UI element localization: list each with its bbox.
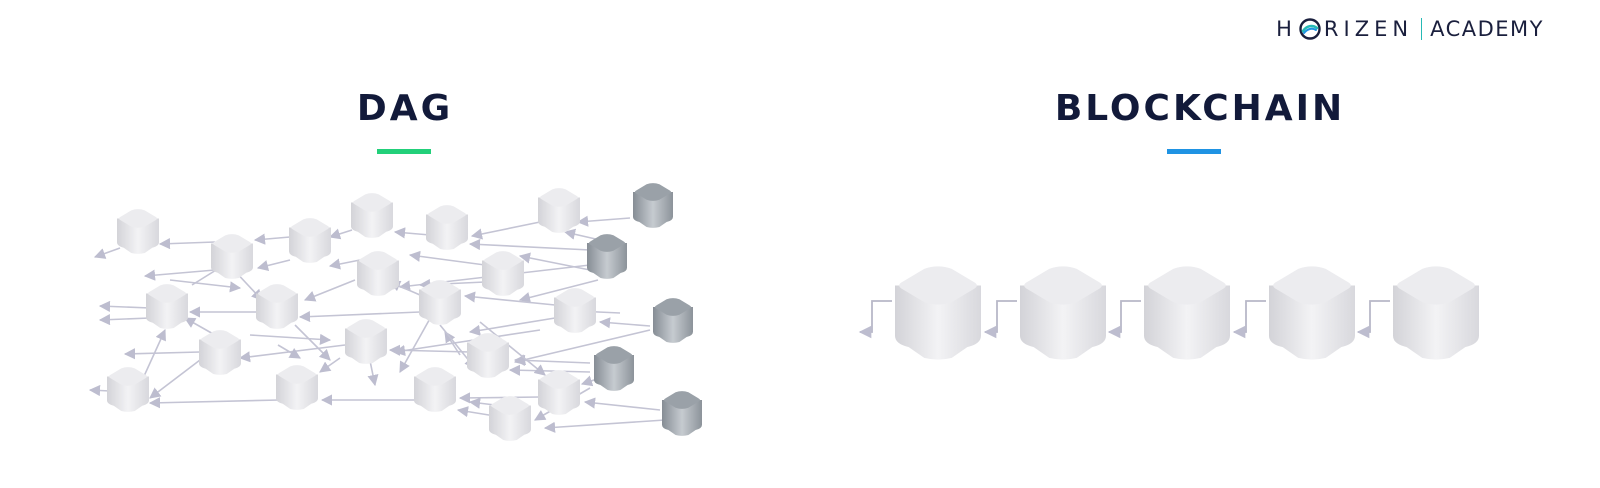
- dag-edge: [294, 324, 331, 361]
- dag-node-tip: [594, 346, 634, 391]
- dag-node: [211, 234, 253, 279]
- dag-node: [117, 209, 159, 254]
- dag-node: [482, 251, 524, 296]
- blockchain-block: [895, 266, 981, 360]
- dag-edge: [98, 314, 151, 326]
- dag-node: [538, 188, 580, 233]
- dag-node: [351, 193, 393, 238]
- dag-node: [414, 367, 456, 412]
- dag-edge: [518, 279, 599, 303]
- dag-edge: [123, 348, 201, 360]
- dag-edge: [238, 344, 346, 363]
- dag-node: [276, 365, 318, 410]
- dag-edge: [393, 227, 431, 239]
- dag-node: [419, 280, 461, 325]
- logo-word-rizen: RIZEN: [1323, 17, 1414, 41]
- dag-node: [426, 205, 468, 250]
- dag-edge: [479, 321, 546, 376]
- blockchain-block: [1393, 266, 1479, 360]
- blockchain-edges: [858, 300, 1390, 339]
- dag-edge: [319, 357, 341, 373]
- dag-edge: [408, 250, 486, 266]
- dag-edge: [148, 397, 281, 409]
- dag-edge: [184, 317, 216, 336]
- blockchain-underline: [1167, 149, 1221, 154]
- dag-edge: [583, 397, 661, 411]
- blockchain-link-arrow: [983, 300, 1017, 339]
- dag-node: [538, 370, 580, 415]
- blockchain-blocks: [895, 266, 1479, 360]
- dag-edge: [576, 215, 631, 227]
- dag-edge: [88, 384, 111, 397]
- dag-nodes: [107, 183, 702, 441]
- dag-node: [345, 319, 387, 364]
- blockchain-link-arrow: [1107, 300, 1141, 339]
- horizen-o-icon: [1299, 18, 1321, 40]
- dag-edge: [98, 300, 151, 312]
- dag-edge: [303, 279, 356, 302]
- dag-edge: [456, 406, 496, 418]
- dag-edge: [328, 258, 361, 270]
- dag-edge: [468, 238, 591, 251]
- dag-edge: [277, 344, 301, 359]
- dag-node: [289, 218, 331, 263]
- dag-node: [467, 333, 509, 378]
- horizen-wordmark: H RIZEN: [1276, 17, 1413, 41]
- dag-edge: [298, 310, 421, 323]
- dag-edge: [393, 329, 541, 357]
- dag-edges: [88, 215, 666, 433]
- dag-edge: [256, 259, 291, 271]
- dag-edge: [598, 317, 651, 329]
- dag-edge: [468, 397, 496, 409]
- dag-node-tip: [662, 391, 702, 436]
- blockchain-link-arrow: [858, 300, 892, 339]
- dag-title: DAG: [356, 88, 454, 129]
- logo-separator: [1421, 18, 1423, 40]
- dag-node-tip: [587, 234, 627, 279]
- dag-edge: [470, 221, 541, 240]
- blockchain-block: [1020, 266, 1106, 360]
- dag-node: [146, 284, 188, 329]
- blockchain-title: BLOCKCHAIN: [1054, 88, 1346, 129]
- dag-node: [489, 396, 531, 441]
- dag-edge: [143, 269, 216, 281]
- blockchain-link-arrow: [1232, 300, 1266, 339]
- dag-edge: [169, 279, 242, 293]
- dag-node-tip: [653, 298, 693, 343]
- dag-edge: [149, 359, 201, 399]
- blockchain-block: [1144, 266, 1230, 360]
- dag-edge: [518, 252, 591, 271]
- dag-edge: [463, 291, 556, 306]
- dag-edge: [328, 228, 353, 240]
- dag-node-tip: [633, 183, 673, 228]
- dag-edge: [158, 238, 216, 250]
- horizen-academy-logo: H RIZEN ACADEMY: [1276, 14, 1544, 44]
- dag-edge: [249, 333, 332, 345]
- dag-edge: [458, 392, 541, 404]
- dag-underline: [377, 149, 431, 154]
- logo-word-academy: ACADEMY: [1430, 17, 1544, 41]
- dag-edge: [399, 314, 433, 373]
- dag-edge: [513, 329, 651, 366]
- dag-edge: [253, 233, 291, 245]
- dag-edge: [563, 228, 601, 241]
- dag-edge: [468, 317, 556, 336]
- dag-node: [357, 251, 399, 296]
- dag-node: [554, 288, 596, 333]
- dag-node: [199, 330, 241, 375]
- dag-node: [107, 367, 149, 412]
- logo-letter-h: H: [1276, 17, 1297, 41]
- dag-edge: [543, 419, 666, 433]
- dag-edge: [508, 364, 591, 376]
- dag-edge: [93, 247, 121, 259]
- blockchain-link-arrow: [1356, 300, 1390, 339]
- dag-node: [256, 284, 298, 329]
- blockchain-block: [1269, 266, 1355, 360]
